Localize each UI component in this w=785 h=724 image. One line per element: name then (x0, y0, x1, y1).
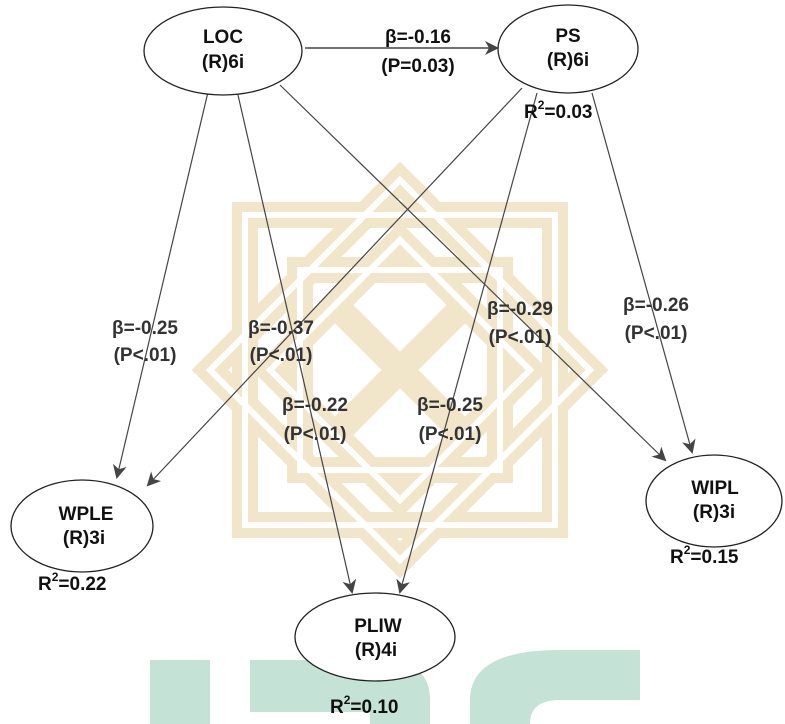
r2-wple: R2=0.22 (38, 570, 107, 595)
coef-ps-wipl: β=-0.26 (P<.01) (623, 295, 689, 344)
node-wple-name: WPLE (59, 504, 114, 525)
coef-loc-wipl: β=-0.29 (P<.01) (487, 299, 553, 348)
coef-loc-pliw: β=-0.22 (P<.01) (282, 395, 348, 445)
coef-loc-wple: β=-0.25 (P<.01) (112, 318, 178, 366)
r2-wipl: R2=0.15 (670, 543, 739, 568)
watermark-logo-icon (150, 161, 640, 724)
node-loc-sub: (R)6i (202, 52, 244, 73)
node-wipl-sub: (R)3i (693, 502, 735, 523)
node-wipl-name: WIPL (691, 478, 739, 499)
node-wple: WPLE (R)3i (10, 479, 154, 573)
coef-ps-pliw-p: (P<.01) (419, 424, 482, 445)
node-pliw: PLIW (R)4i (294, 592, 456, 682)
node-wipl: WIPL (R)3i (645, 454, 783, 548)
node-pliw-name: PLIW (354, 616, 402, 637)
coef-loc-ps-beta: β=-0.16 (385, 27, 451, 48)
coef-loc-wple-beta: β=-0.25 (112, 318, 178, 339)
coef-ps-wipl-beta: β=-0.26 (623, 295, 689, 316)
coef-loc-pliw-p: (P<.01) (284, 424, 347, 445)
arrow-ps-wipl (591, 92, 696, 454)
arrow-ps-pliw (396, 92, 538, 594)
node-loc-name: LOC (203, 27, 243, 48)
coef-loc-wipl-beta: β=-0.29 (487, 299, 553, 320)
coef-loc-pliw-beta: β=-0.22 (282, 395, 348, 416)
coef-ps-pliw-beta: β=-0.25 (417, 395, 483, 416)
coef-loc-wple-p: (P<.01) (114, 345, 177, 366)
node-ps-sub: (R)6i (547, 50, 589, 71)
coef-ps-pliw: β=-0.25 (P<.01) (417, 395, 483, 445)
arrow-loc-wple (112, 91, 209, 479)
coef-loc-ps-p: (P=0.03) (381, 56, 454, 77)
arrow-loc-wipl (279, 84, 667, 462)
path-arrows (112, 41, 696, 594)
node-pliw-sub: (R)4i (355, 640, 397, 661)
r2-ps: R2=0.03 (524, 98, 593, 123)
coef-ps-wple-beta: β=-0.37 (248, 318, 314, 339)
arrow-ps-wple (146, 87, 523, 487)
node-ps-name: PS (555, 26, 580, 47)
node-wple-sub: (R)3i (63, 528, 105, 549)
coef-ps-wipl-p: (P<.01) (625, 323, 688, 344)
coef-ps-wple-p: (P<.01) (250, 345, 313, 366)
coef-ps-wple: β=-0.37 (P<.01) (248, 318, 314, 366)
coef-loc-ps: β=-0.16 (P=0.03) (381, 27, 454, 77)
coef-loc-wipl-p: (P<.01) (489, 327, 552, 348)
node-ps: PS (R)6i (497, 4, 639, 94)
arrow-loc-pliw (237, 94, 357, 594)
r2-pliw: R2=0.10 (330, 693, 399, 718)
node-loc: LOC (R)6i (143, 6, 303, 96)
